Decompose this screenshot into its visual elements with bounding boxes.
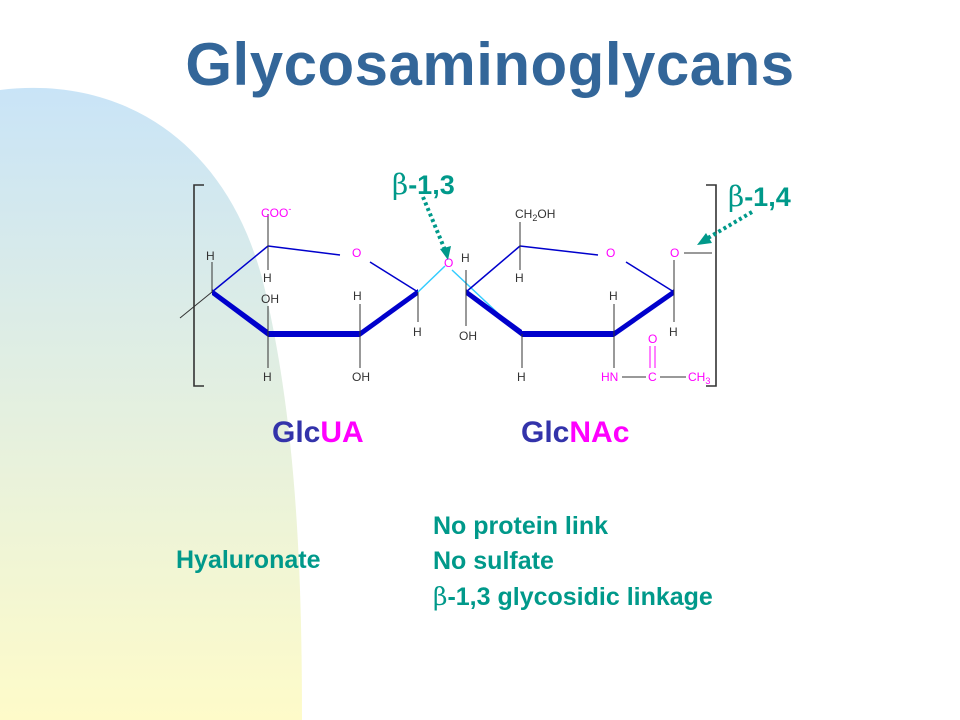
beta14-arrowhead <box>697 233 712 245</box>
atom-oh: OH <box>352 370 370 384</box>
atom-h: H <box>517 370 526 384</box>
glcnac-wedge-bond <box>614 289 674 337</box>
atom-h: H <box>263 370 272 384</box>
glcnac-ring-bond <box>465 245 521 293</box>
atom-methyl: CH3 <box>688 370 710 386</box>
property-item: No sulfate <box>433 547 554 575</box>
glcua-ring-bond <box>267 245 341 256</box>
atom-ring-oxygen: O <box>606 246 615 260</box>
atom-h: H <box>263 271 272 285</box>
property-item: No protein link <box>433 512 608 540</box>
glcua-label: GlcUA <box>272 416 364 449</box>
atom-bridge-oxygen: O <box>670 246 679 260</box>
atom-h: H <box>515 271 524 285</box>
atom-h: H <box>413 325 422 339</box>
glcnac-ring <box>465 222 712 378</box>
glcua-ring <box>179 214 419 368</box>
atom-oh: OH <box>459 329 477 343</box>
beta13-arrow-line <box>421 196 447 251</box>
atom-glycosidic-oxygen: O <box>444 256 453 270</box>
atom-oh: OH <box>261 292 279 306</box>
glcua-wedge-bond <box>360 289 418 337</box>
glcua-ring-bond <box>369 261 419 293</box>
atom-h: H <box>609 289 618 303</box>
atom-h: H <box>669 325 678 339</box>
glcnac-wedge-bond <box>466 289 522 337</box>
glcnac-ring-bond <box>625 261 675 293</box>
right-bracket <box>706 184 717 387</box>
atom-h: H <box>353 289 362 303</box>
linkage-arrows <box>421 196 754 260</box>
beta14-linkage-label: β-1,4 <box>728 180 791 213</box>
decorative-gradient-shape <box>0 87 302 720</box>
property-list: No protein link No sulfate β-1,3 glycosi… <box>433 509 713 615</box>
beta13-arrowhead <box>440 246 451 260</box>
beta13-linkage-label: β-1,3 <box>392 168 455 201</box>
slide-title: Glycosaminoglycans <box>185 31 795 98</box>
glcnac-label: GlcNAc <box>521 416 630 449</box>
property-item: β-1,3 glycosidic linkage <box>433 582 713 611</box>
glcnac-ring-bond <box>519 245 599 256</box>
atom-amide-c: C <box>648 370 657 384</box>
glcua-atom-labels: COO- O H H OH H H H OH <box>206 204 422 384</box>
atom-ring-oxygen: O <box>352 246 361 260</box>
glcua-ring-bond <box>211 245 269 293</box>
left-bracket <box>193 184 204 387</box>
gag-name-label: Hyaluronate <box>176 546 321 574</box>
atom-ch2oh: CH2OH <box>515 207 555 223</box>
repeat-unit-brackets <box>193 184 717 387</box>
beta14-arrow-line <box>706 210 754 240</box>
glcua-wedge-bond <box>212 289 268 337</box>
atom-carboxyl: COO- <box>261 204 291 220</box>
glcnac-atom-labels: O H CH2OH O H OH H H O HN C CH3 O H <box>444 207 710 386</box>
atom-h: H <box>206 249 215 263</box>
atom-carbonyl-oxygen: O <box>648 332 657 346</box>
atom-h: H <box>461 251 470 265</box>
atom-amide-n: HN <box>601 370 618 384</box>
